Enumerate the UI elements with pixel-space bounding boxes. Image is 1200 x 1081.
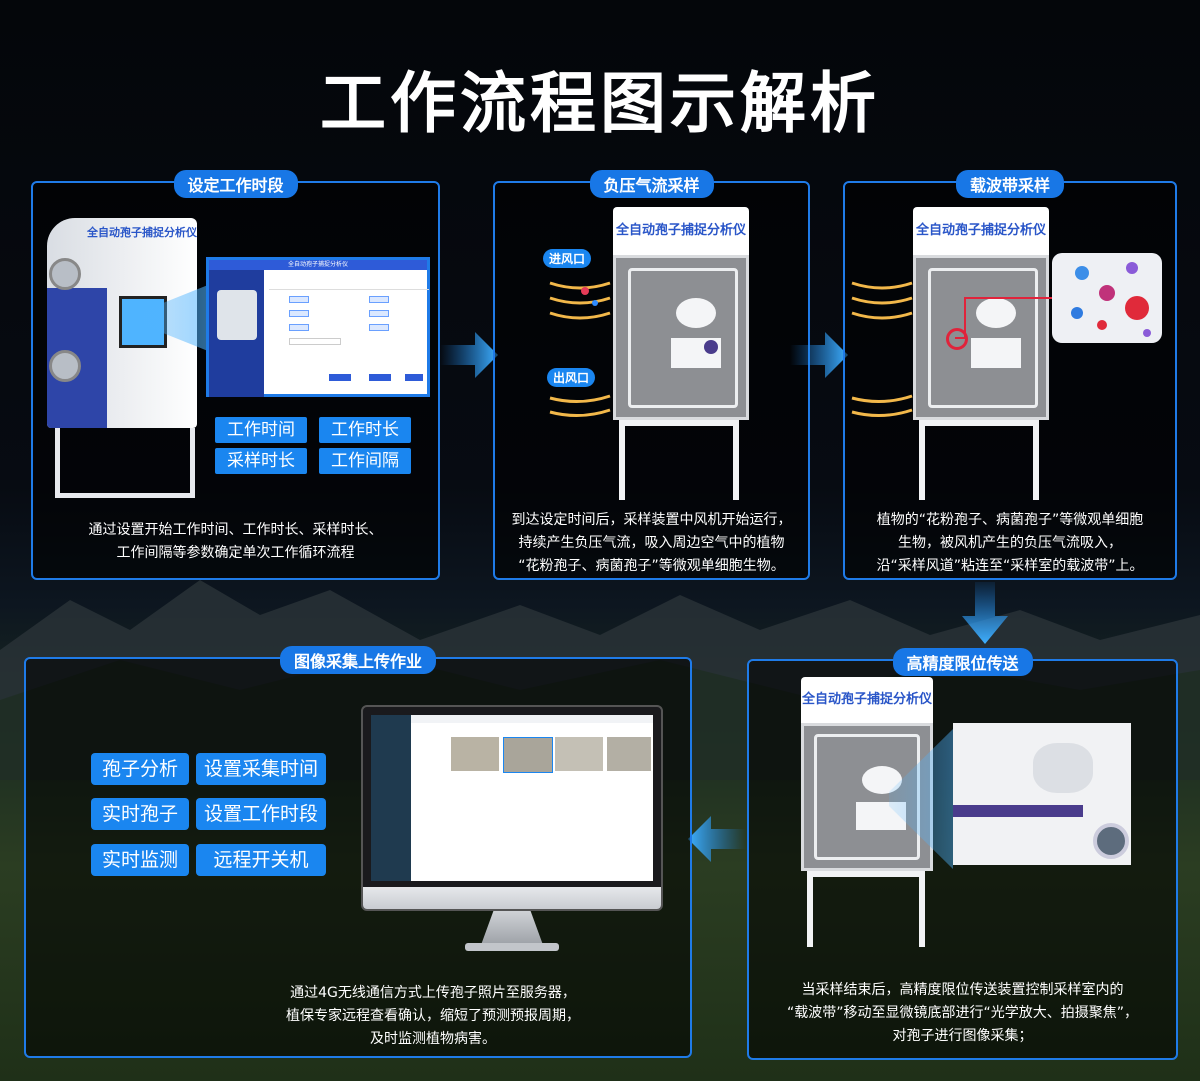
monitor-screen [371, 715, 653, 881]
panel-set-work-period: 设定工作时段 全自动孢子捕捉分析仪 全自动孢子捕捉分析仪 [31, 170, 440, 580]
chip-work-interval: 工作间隔 [319, 448, 411, 474]
chip-remote-power: 远程开关机 [196, 844, 326, 876]
arrow-right-icon [440, 332, 498, 378]
desc-line: 生物，被风机产生的负压气流吸入， [898, 535, 1122, 551]
arrow-down-icon [962, 582, 1008, 644]
chip-spore-analysis: 孢子分析 [91, 753, 189, 785]
arrow-left-icon [688, 816, 746, 862]
panel-tag: 图像采集上传作业 [279, 646, 437, 674]
device-stand [919, 420, 1039, 500]
chip-set-capture-time: 设置采集时间 [196, 753, 326, 785]
desc-line: 及时监测植物病害。 [370, 1031, 496, 1047]
spore-icon [1071, 262, 1151, 337]
desc-line: 当采样结束后，高精度限位传送装置控制采样室内的 [801, 982, 1124, 998]
desc-line: 持续产生负压气流，吸入周边空气中的植物 [518, 535, 785, 551]
monitor-illustration [361, 705, 663, 959]
chip-work-duration: 工作时长 [319, 417, 411, 443]
device-label: 全自动孢子捕捉分析仪 [87, 226, 197, 239]
desc-line: 植保专家远程查看确认，缩短了预测预报周期， [286, 1008, 580, 1024]
chip-realtime-spore: 实时孢子 [91, 798, 189, 830]
chip-set-work-period: 设置工作时段 [196, 798, 326, 830]
panel-carrier-tape-sampling: 载波带采样 全自动孢子捕捉分析仪 植物的“花粉孢子、病菌孢子”等微观单细胞 生物… [843, 170, 1177, 580]
settings-sidebar [209, 270, 264, 397]
panel-image-upload: 图像采集上传作业 孢子分析 设置采集时间 实时孢子 设置工作时段 实时监测 远程… [24, 646, 692, 1058]
desc-line: 通过4G无线通信方式上传孢子照片至服务器， [290, 985, 576, 1001]
panel-negative-pressure-sampling: 负压气流采样 全自动孢子捕捉分析仪 进风口 出风口 到达设定时间后，采样装置中风… [493, 170, 810, 580]
outlet-label: 出风口 [547, 368, 596, 387]
panel-tag: 负压气流采样 [589, 170, 714, 198]
device-label: 全自动孢子捕捉分析仪 [801, 677, 933, 723]
page-title: 工作流程图示解析 [320, 65, 880, 142]
desc-line: 工作间隔等参数确定单次工作循环流程 [116, 545, 355, 561]
device-body [913, 255, 1049, 420]
device-label: 全自动孢子捕捉分析仪 [613, 207, 749, 255]
microscope-closeup [953, 723, 1131, 865]
desc-line: 对孢子进行图像采集； [892, 1028, 1033, 1044]
arrow-right-icon [790, 332, 848, 378]
callout-line [955, 297, 1053, 339]
chip-work-time: 工作时间 [215, 417, 307, 443]
spore-closeup [1052, 253, 1162, 343]
desc-line: 通过设置开始工作时间、工作时长、采样时长、 [88, 522, 383, 538]
device-stand [619, 420, 739, 500]
device-illustration: 全自动孢子捕捉分析仪 [47, 218, 197, 498]
desc-line: “载波带”移动至显微镜底部进行“光学放大、拍摄聚焦”， [786, 1005, 1138, 1021]
desc-line: “花粉孢子、病菌孢子”等微观单细胞生物。 [518, 558, 785, 574]
chip-realtime-monitor: 实时监测 [91, 844, 189, 876]
panel-tag: 设定工作时段 [173, 170, 298, 198]
inlet-label: 进风口 [543, 249, 592, 268]
settings-screen: 全自动孢子捕捉分析仪 [206, 257, 430, 397]
panel-tag: 高精度限位传送 [892, 648, 1033, 676]
desc-line: 到达设定时间后，采样装置中风机开始运行， [511, 512, 792, 528]
device-stand [807, 871, 925, 947]
desc-line: 植物的“花粉孢子、病菌孢子”等微观单细胞 [876, 512, 1144, 528]
airflow-out-icon [851, 394, 913, 417]
airflow-in-icon [549, 281, 611, 320]
airflow-out-icon [549, 394, 611, 417]
device-label: 全自动孢子捕捉分析仪 [913, 207, 1049, 255]
airflow-in-icon [851, 281, 913, 320]
device-body [801, 723, 933, 871]
settings-screen-title: 全自动孢子捕捉分析仪 [209, 260, 427, 270]
desc-line: 沿“采样风道”粘连至“采样室的载波带”上。 [876, 558, 1144, 574]
chip-sample-duration: 采样时长 [215, 448, 307, 474]
panel-precision-transfer: 高精度限位传送 全自动孢子捕捉分析仪 当采样结束后，高精度限位传送装置控制采样室… [747, 648, 1178, 1060]
device-body [613, 255, 749, 420]
monitor-frame [361, 705, 663, 911]
settings-form [269, 274, 429, 394]
monitor-stand [481, 911, 543, 945]
panel-tag: 载波带采样 [955, 170, 1065, 198]
